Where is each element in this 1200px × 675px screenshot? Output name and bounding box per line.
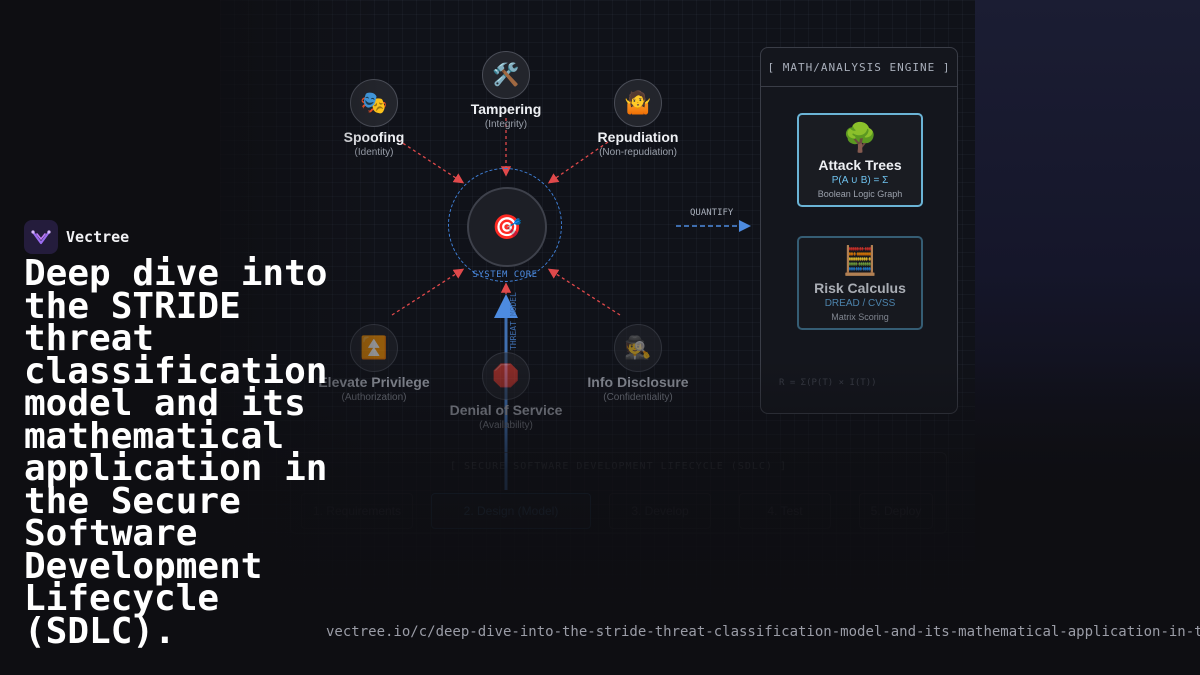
brand-name: Vectree <box>66 228 130 246</box>
card-subtitle: Boolean Logic Graph <box>817 189 903 199</box>
analysis-engine-panel: [ MATH/ANALYSIS ENGINE ] 🌳 Attack Trees … <box>760 47 958 414</box>
risk-formula: R = Σ(P(T) × I(T)) <box>779 378 877 388</box>
vectree-logo-icon <box>24 220 58 254</box>
engine-title: [ MATH/ANALYSIS ENGINE ] <box>761 48 957 87</box>
sdlc-step: 5. Deploy <box>859 493 933 529</box>
sdlc-panel: [ SECURE SOFTWARE DEVELOPMENT LIFECYCLE … <box>290 452 947 534</box>
node-sublabel: (Confidentiality) <box>603 392 673 403</box>
tools-icon: 🛠️ <box>482 51 530 99</box>
node-label: Repudiation <box>597 129 679 145</box>
abacus-icon: 🧮 <box>842 245 878 276</box>
sdlc-step-active: 2. Design (Model) <box>431 493 591 529</box>
threat-model-label: THREAT MODEL <box>509 292 518 350</box>
attack-trees-card: 🌳 Attack Trees P(A ∪ B) = Σ Boolean Logi… <box>797 113 923 207</box>
system-core-label: SYSTEM CORE <box>472 270 538 280</box>
mask-icon: 🎭 <box>350 79 398 127</box>
node-info-disclosure: 🕵️ Info Disclosure (Confidentiality) <box>558 324 718 403</box>
sdlc-step: 4. Test <box>739 493 831 529</box>
node-sublabel: (Identity) <box>354 147 394 158</box>
node-label: Spoofing <box>343 129 405 145</box>
card-formula: DREAD / CVSS <box>824 298 896 309</box>
brand: Vectree <box>24 220 129 254</box>
arrow-info <box>547 268 621 316</box>
node-label: Info Disclosure <box>587 374 689 390</box>
shrug-icon: 🤷 <box>614 79 662 127</box>
sdlc-title: [ SECURE SOFTWARE DEVELOPMENT LIFECYCLE … <box>450 461 787 472</box>
quantify-label: QUANTIFY <box>690 208 734 218</box>
node-label: Denial of Service <box>449 402 563 418</box>
article-url[interactable]: vectree.io/c/deep-dive-into-the-stride-t… <box>326 624 1200 640</box>
risk-calculus-card: 🧮 Risk Calculus DREAD / CVSS Matrix Scor… <box>797 236 923 330</box>
tree-icon: 🌳 <box>842 122 878 153</box>
target-icon: 🎯 <box>492 213 522 241</box>
node-sublabel: (Integrity) <box>484 119 528 130</box>
system-core: 🎯 <box>467 187 547 267</box>
node-label: Tampering <box>470 101 542 117</box>
node-tampering: 🛠️ Tampering (Integrity) <box>426 51 586 130</box>
system-core-ring <box>448 168 562 282</box>
stop-icon: 🛑 <box>482 352 530 400</box>
card-title: Attack Trees <box>818 157 902 173</box>
arrow-elevate <box>391 268 465 316</box>
up-arrow-icon: ⏫ <box>350 324 398 372</box>
card-title: Risk Calculus <box>814 280 906 296</box>
node-sublabel: (Availability) <box>479 420 533 431</box>
card-subtitle: Matrix Scoring <box>831 312 889 322</box>
detective-icon: 🕵️ <box>614 324 662 372</box>
sdlc-step: 3. Develop <box>609 493 711 529</box>
node-repudiation: 🤷 Repudiation (Non-repudiation) <box>558 79 718 158</box>
card-formula: P(A ∪ B) = Σ <box>831 175 889 186</box>
node-sublabel: (Non-repudiation) <box>599 147 677 158</box>
page-title: Deep dive into the STRIDE threat classif… <box>24 253 328 652</box>
arrow-spoofing <box>397 139 465 184</box>
